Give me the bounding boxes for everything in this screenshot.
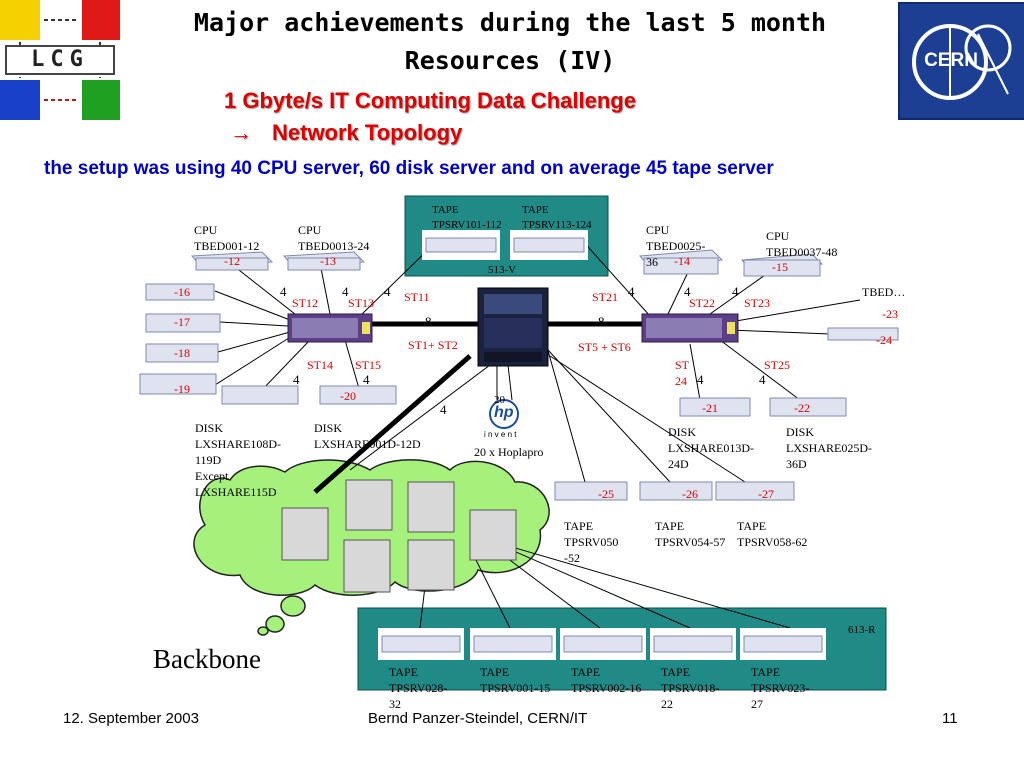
device-label: -23 [882,307,898,321]
device-label: -13 [320,254,336,268]
hp-logo [489,399,519,429]
port-label: ST5 + ST6 [578,340,631,354]
server-devices [139,230,899,660]
port-label: ST [675,358,690,372]
tape-mid-1-label: TAPE TPSRV050 -52 [564,519,619,565]
setup-description: the setup was using 40 CPU server, 60 di… [44,158,774,179]
tape-bottom-1-label: TAPE TPSRV028- 32 [389,665,448,711]
lcg-logo-text: LCG [31,47,89,72]
link-count: 4 [384,284,391,299]
footer-date: 12. September 2003 [63,710,199,727]
hp-invent: i n v e n t [484,430,517,439]
footer-author: Bernd Panzer-Steindel, CERN/IT [368,710,588,727]
link-count: 4 [759,372,766,387]
core-router [477,287,549,367]
port-label: ST15 [355,358,382,372]
link-count: 4 [280,284,287,299]
cern-logo-text: CERN [924,50,978,71]
device-label: -20 [340,389,356,403]
tape-bottom-3-label: TAPE TPSRV002-16 [571,665,642,695]
port-label: ST22 [689,296,716,310]
device-label: -22 [794,401,810,415]
disk-group-3-label: DISK LXSHARE013D- 24D [668,425,754,471]
subtitle-arrow: → [230,120,252,145]
device-label: -16 [174,285,190,299]
tape-top-1-label: TAPE TPSRV101-112 [432,204,502,231]
tape-top-2-label: TAPE TPSRV113-124 [522,204,592,231]
device-label: -24 [876,333,892,347]
link-count: 4 [684,284,691,299]
port-label: ST21 [592,290,619,304]
link-count: 4 [732,284,739,299]
device-label: -26 [682,487,698,501]
link-count: 4 [363,372,370,387]
port-label: ST1+ ST2 [408,338,458,352]
network-links [214,237,861,629]
lcg-logo: LCG [0,0,120,120]
hp-count-label: 20 x Hoplapro [474,445,544,459]
port-label: ST11 [404,290,430,304]
switch-right [641,313,739,343]
device-label: -19 [174,382,190,396]
page-title-line2: Resources (IV) [404,46,616,75]
cpu-group-3-label: CPU TBED0025- 36 [646,223,706,269]
tape-bottom-4-label: TAPE TPSRV018- 22 [661,665,720,711]
device-label: -27 [758,487,774,501]
disk-group-2-label: DISK LXSHARE001D-12D [314,421,421,451]
port-label: ST13 [348,296,375,310]
disk-group-4-label: DISK LXSHARE025D- 36D [786,425,872,471]
link-count: 4 [342,284,349,299]
link-count: 4 [440,402,447,417]
link-count: 8 [425,314,432,329]
link-count: 8 [598,314,605,329]
port-label: ST14 [307,358,334,372]
link-count: 4 [293,372,300,387]
device-label: -18 [174,346,190,360]
port-label: ST12 [292,296,319,310]
disk-group-1-label: DISK LXSHARE108D- 119D Except LXSHARE115… [195,421,281,499]
link-count: 20 [494,394,505,406]
cern-logo: CERN [898,2,1024,120]
device-label: -25 [598,487,614,501]
link-count: 4 [697,372,704,387]
room-613-label: 613-R [848,624,876,636]
port-label: 24 [675,374,687,388]
device-label: -15 [772,260,788,274]
port-label: ST25 [764,358,791,372]
switch-left [287,313,373,343]
hp-brand: hp [494,404,514,421]
footer-page-number: 11 [942,710,958,727]
tbed-label: TBED… [862,285,906,299]
device-label: -12 [224,254,240,268]
backbone-racks [281,479,517,593]
cpu-group-1-label: CPU TBED001-12 [194,223,260,253]
tape-bottom-2-label: TAPE TPSRV001-15 [480,665,551,695]
tape-mid-2-label: TAPE TPSRV054-57 [655,519,726,549]
cpu-group-4-label: CPU TBED0037-48 [766,229,838,259]
device-label: -17 [174,315,190,329]
cern-logo-graphic [912,24,1012,100]
port-label: ST23 [744,296,771,310]
page-title: Major achievements during the last 5 mon… [193,8,827,37]
room-513-label: 513-V [488,264,517,276]
cpu-group-2-label: CPU TBED0013-24 [298,223,370,253]
lcg-logo-graphic [0,0,120,120]
tape-bottom-5-label: TAPE TPSRV023- 27 [751,665,810,711]
subtitle-topology: Network Topology [272,120,463,145]
subtitle-challenge: 1 Gbyte/s IT Computing Data Challenge [224,88,636,113]
device-label: -21 [702,401,718,415]
tape-mid-3-label: TAPE TPSRV058-62 [737,519,808,549]
link-count: 4 [628,284,635,299]
backbone-label: Backbone [153,644,261,674]
device-label: -14 [674,254,690,268]
